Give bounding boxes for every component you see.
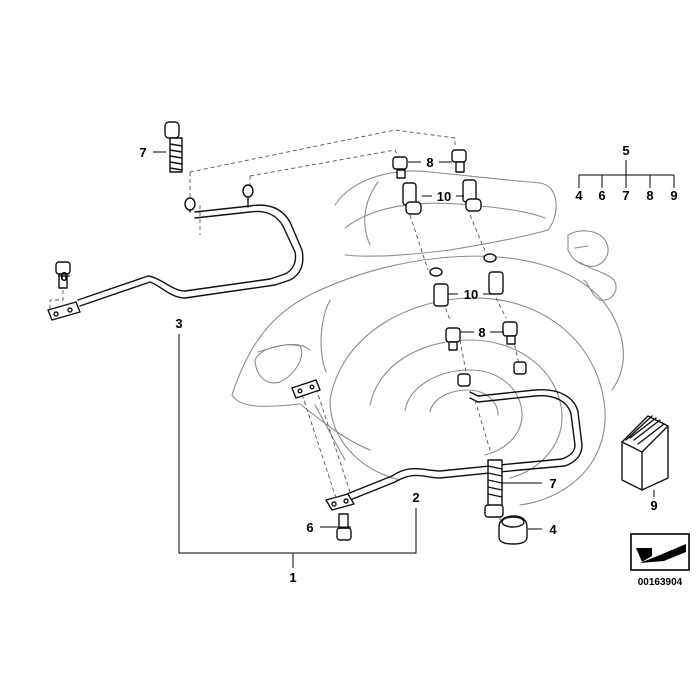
reference-number: 00163904 xyxy=(638,577,683,588)
kit-5-item: 7 xyxy=(622,188,629,203)
bolt-6-lower xyxy=(336,513,352,541)
bracket-right-2 xyxy=(325,389,583,511)
kit-5-header: 5 xyxy=(622,143,629,158)
callout-2: 2 xyxy=(412,490,419,505)
bolt-6-upper xyxy=(49,261,71,312)
callout-7-upper: 7 xyxy=(139,145,146,160)
bolt-7-lower xyxy=(484,459,504,518)
callout-6-lower: 6 xyxy=(306,520,313,535)
callout-4: 4 xyxy=(549,522,557,537)
kit-5-item: 6 xyxy=(598,188,605,203)
manual-booklet-9 xyxy=(621,415,669,497)
callout-8-upper: 8 xyxy=(426,155,433,170)
callout-8-lower: 8 xyxy=(478,325,485,340)
spacer-10-lower xyxy=(429,253,504,307)
cap-4 xyxy=(498,515,528,545)
spacer-10-upper xyxy=(402,179,482,215)
callout-3: 3 xyxy=(175,316,182,331)
callout-7-lower: 7 xyxy=(549,476,556,491)
nut-8-upper xyxy=(392,149,467,179)
nut-8-lower xyxy=(445,321,527,387)
reference-icon-box xyxy=(630,533,690,571)
kit-5-item: 4 xyxy=(575,188,583,203)
bolt-7-upper xyxy=(164,121,183,173)
callout-10-upper: 10 xyxy=(437,189,451,204)
callout-10-lower: 10 xyxy=(464,287,478,302)
motorcycle-outline xyxy=(231,170,624,506)
kit-5-item: 9 xyxy=(670,188,677,203)
right-dashed-assembly xyxy=(299,297,521,520)
callout-6-upper: 6 xyxy=(60,269,67,284)
callout-labels: 7 6 3 8 10 10 8 2 7 4 6 1 9 5 4 6 7 8 9 … xyxy=(60,143,682,588)
callout-1: 1 xyxy=(289,570,296,585)
leader-lines xyxy=(58,151,675,568)
kit-5-item: 8 xyxy=(646,188,653,203)
mounting-plate xyxy=(291,379,321,399)
bracket-left-3 xyxy=(47,184,304,321)
callout-9: 9 xyxy=(650,498,657,513)
